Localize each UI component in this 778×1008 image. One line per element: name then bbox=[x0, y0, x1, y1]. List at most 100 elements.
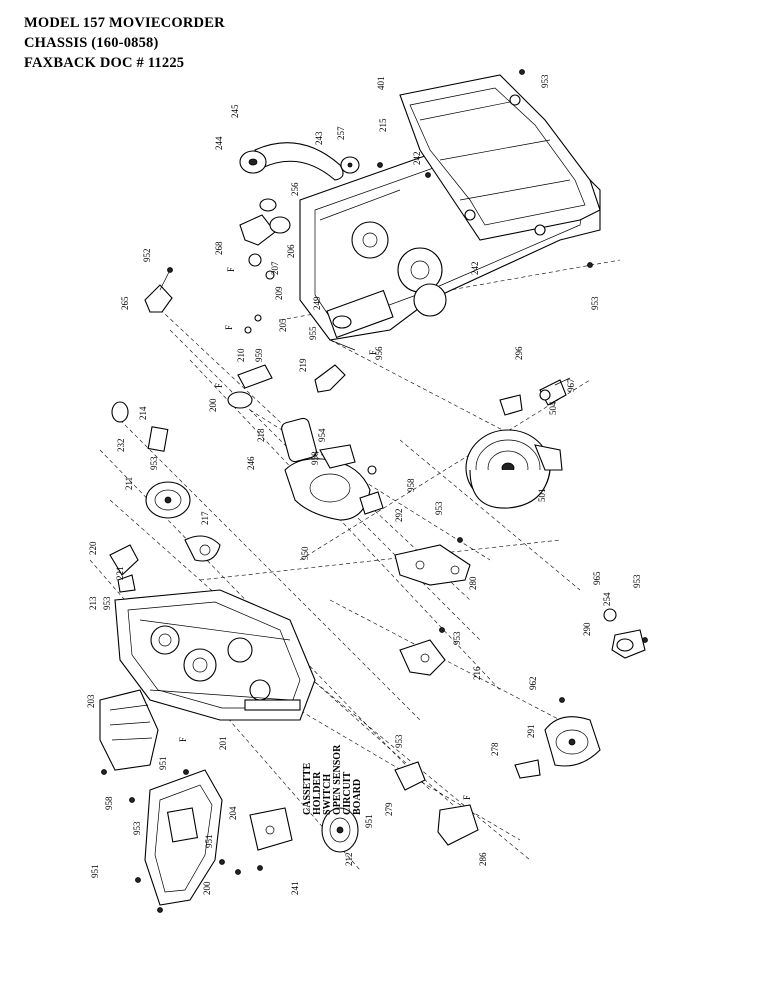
label-967: 967 bbox=[566, 378, 576, 392]
label-504: 504 bbox=[548, 401, 558, 415]
label-200: 200 bbox=[208, 398, 218, 412]
label-956: 956 bbox=[374, 346, 384, 360]
label-246: 246 bbox=[246, 456, 256, 470]
label-216: 216 bbox=[472, 666, 482, 680]
label-501: 501 bbox=[537, 489, 547, 503]
label-952: 952 bbox=[142, 249, 152, 263]
label-244: 244 bbox=[214, 136, 224, 150]
levers-210-219 bbox=[237, 339, 356, 393]
note-line-5: CIRCUIT bbox=[342, 771, 353, 815]
label-242: 242 bbox=[470, 262, 480, 276]
label-953: 953 bbox=[540, 74, 550, 88]
belt-and-pulleys bbox=[239, 142, 360, 181]
label-242: 242 bbox=[412, 152, 422, 166]
label-249: 249 bbox=[312, 296, 322, 310]
label-215: 215 bbox=[378, 118, 388, 132]
label-218: 218 bbox=[256, 428, 266, 442]
label-241: 241 bbox=[290, 882, 300, 896]
label-291: 291 bbox=[526, 725, 536, 739]
parts-211-217 bbox=[145, 481, 221, 562]
label-204: 204 bbox=[228, 806, 238, 820]
label-f: F bbox=[224, 325, 234, 330]
motor-291 bbox=[514, 716, 601, 779]
cassette-holder-switch-note: CASSETTE HOLDER SWITCH OPEN SENSOR CIRCU… bbox=[302, 744, 363, 815]
label-954: 954 bbox=[317, 428, 327, 442]
label-279: 279 bbox=[384, 802, 394, 816]
label-217: 217 bbox=[200, 511, 210, 525]
gear-assembly-268 bbox=[239, 198, 291, 280]
part-280 bbox=[394, 544, 471, 586]
chassis-number: CHASSIS (160-0858) bbox=[24, 35, 159, 51]
label-958: 958 bbox=[310, 451, 320, 465]
label-210: 210 bbox=[236, 348, 246, 362]
label-958: 958 bbox=[104, 796, 114, 810]
projection-lines bbox=[89, 259, 621, 871]
motor-501 bbox=[465, 429, 563, 509]
part-216 bbox=[399, 639, 446, 676]
label-951: 951 bbox=[364, 815, 374, 829]
cassette-holder bbox=[399, 74, 601, 241]
label-953: 953 bbox=[149, 456, 159, 470]
label-953: 953 bbox=[394, 734, 404, 748]
note-line-3: SWITCH bbox=[322, 774, 333, 815]
label-401: 401 bbox=[376, 77, 386, 91]
parts-279-286 bbox=[394, 761, 479, 846]
label-953: 953 bbox=[452, 631, 462, 645]
part-labels: 401 953 245 243 257 244 215 242 256 268 … bbox=[86, 74, 642, 895]
label-f: F bbox=[178, 737, 188, 742]
disc-249 bbox=[244, 314, 352, 334]
label-296: 296 bbox=[514, 346, 524, 360]
label-256: 256 bbox=[290, 182, 300, 196]
label-213: 213 bbox=[88, 596, 98, 610]
label-953: 953 bbox=[132, 821, 142, 835]
label-951: 951 bbox=[158, 757, 168, 771]
label-203: 203 bbox=[86, 694, 96, 708]
label-243: 243 bbox=[314, 131, 324, 145]
drum-assembly bbox=[281, 417, 384, 521]
label-219: 219 bbox=[298, 358, 308, 372]
label-220: 220 bbox=[88, 541, 98, 555]
label-265: 265 bbox=[120, 296, 130, 310]
label-953: 953 bbox=[102, 596, 112, 610]
label-958: 958 bbox=[406, 478, 416, 492]
bracket-204 bbox=[249, 807, 293, 851]
bracket-220 bbox=[109, 544, 139, 593]
faxback-document-number: FAXBACK DOC # 11225 bbox=[24, 55, 185, 71]
label-953: 953 bbox=[434, 501, 444, 515]
label-953: 953 bbox=[632, 574, 642, 588]
note-line-2: HOLDER bbox=[312, 771, 323, 815]
note-line-6: BOARD bbox=[352, 779, 363, 815]
sensor-circuit-board-212 bbox=[321, 807, 359, 853]
label-965: 965 bbox=[592, 571, 602, 585]
label-959: 959 bbox=[254, 348, 264, 362]
bracket-203 bbox=[99, 689, 159, 771]
label-f: F bbox=[462, 795, 472, 800]
label-951: 951 bbox=[204, 835, 214, 849]
label-286: 286 bbox=[478, 852, 488, 866]
label-205: 205 bbox=[278, 318, 288, 332]
label-278: 278 bbox=[490, 742, 500, 756]
label-951: 951 bbox=[90, 865, 100, 879]
bracket-200-lower bbox=[144, 769, 223, 906]
note-line-1: CASSETTE bbox=[302, 762, 313, 815]
label-f: F bbox=[368, 350, 378, 355]
label-f: F bbox=[214, 383, 224, 388]
label-212: 212 bbox=[344, 853, 354, 867]
label-200: 200 bbox=[202, 881, 212, 895]
label-207: 207 bbox=[270, 261, 280, 275]
label-962: 962 bbox=[528, 677, 538, 691]
label-955: 955 bbox=[308, 326, 318, 340]
label-201: 201 bbox=[218, 737, 228, 751]
note-line-4: OPEN SENSOR bbox=[332, 744, 343, 815]
label-280: 280 bbox=[468, 576, 478, 590]
label-206: 206 bbox=[286, 244, 296, 258]
label-211: 211 bbox=[124, 477, 134, 490]
label-292: 292 bbox=[394, 509, 404, 523]
label-254: 254 bbox=[602, 592, 612, 606]
label-257: 257 bbox=[336, 126, 346, 140]
label-209: 209 bbox=[274, 286, 284, 300]
disc-200 bbox=[111, 391, 253, 452]
label-245: 245 bbox=[230, 104, 240, 118]
bracket-265 bbox=[144, 269, 173, 313]
